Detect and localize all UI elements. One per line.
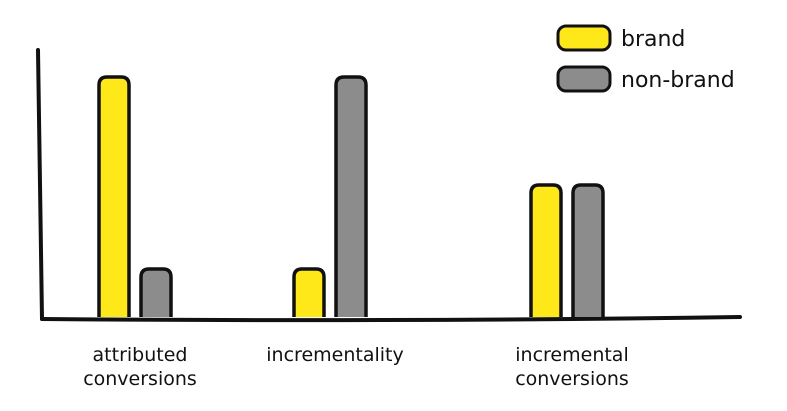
category-label-1-0: incrementality (266, 344, 403, 366)
bar-non-brand-1 (334, 75, 368, 317)
legend-label-brand: brand (621, 27, 685, 52)
bar-non-brand-0 (139, 267, 173, 317)
chart-bars (97, 75, 605, 317)
x-axis-line (40, 315, 742, 323)
bar-brand-2 (529, 183, 563, 317)
chart-axes (36, 48, 742, 323)
y-axis-line (36, 48, 44, 321)
bar-brand-0 (97, 75, 131, 317)
bar-brand-1 (292, 267, 326, 317)
category-label-2-0: incremental (515, 344, 628, 366)
legend: brand non-brand (556, 24, 735, 93)
bar-non-brand-2 (571, 183, 605, 317)
category-label-0-1: conversions (83, 368, 197, 390)
category-label-2-1: conversions (515, 368, 629, 390)
category-label-0-0: attributed (93, 344, 188, 366)
legend-label-non-brand: non-brand (621, 68, 735, 93)
legend-swatch-non-brand (556, 65, 612, 93)
legend-swatch-brand (556, 24, 612, 52)
